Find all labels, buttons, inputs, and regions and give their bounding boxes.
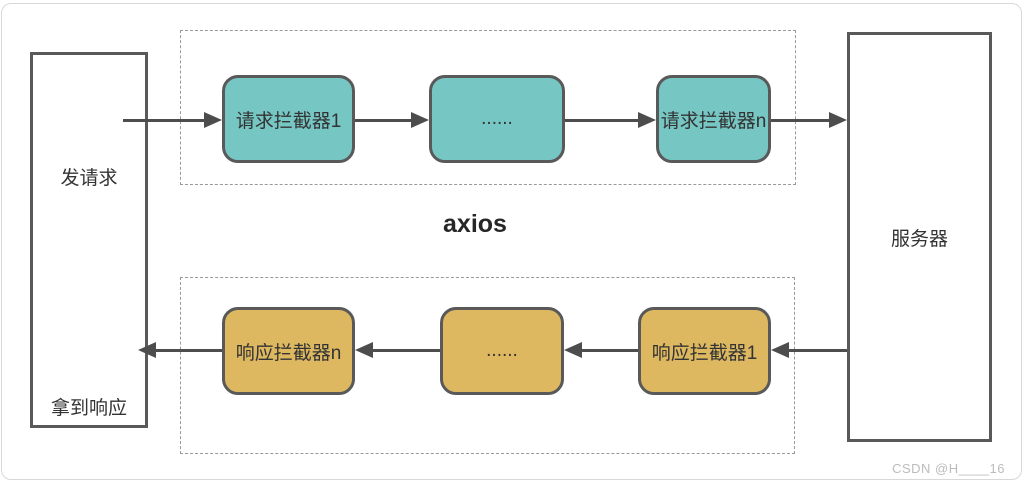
arrow-ellipsis-to-reqn-line (565, 119, 639, 122)
client-box: 发请求 拿到响应 (30, 52, 148, 428)
axios-label: axios (443, 210, 507, 238)
arrow-req1-to-ellipsis-head-icon (411, 112, 429, 128)
response-interceptor-ellipsis-node: ...... (440, 307, 564, 395)
receive-response-label: 拿到响应 (50, 398, 127, 419)
request-interceptor-n-node: 请求拦截器n (656, 75, 771, 163)
arrow-req1-to-ellipsis-line (355, 119, 412, 122)
response-interceptors-container (180, 277, 795, 454)
arrow-ellipsis-to-respn-line (372, 349, 440, 352)
arrow-respn-to-receive-head-icon (138, 342, 156, 358)
request-interceptor-1-node: 请求拦截器1 (222, 75, 355, 163)
arrow-ellipsis-to-reqn-head-icon (638, 112, 656, 128)
arrow-resp1-to-ellipsis-line (581, 349, 638, 352)
arrow-resp1-to-ellipsis-head-icon (564, 342, 582, 358)
response-interceptor-1-node: 响应拦截器1 (638, 307, 771, 395)
request-interceptor-ellipsis-node: ...... (429, 75, 565, 163)
arrow-ellipsis-to-respn-head-icon (355, 342, 373, 358)
server-label: 服务器 (890, 228, 948, 250)
arrow-server-to-resp1-line (788, 349, 847, 352)
watermark: CSDN @H____16 (892, 461, 1005, 476)
arrow-send-to-req1-line (123, 119, 205, 122)
arrow-send-to-req1-head-icon (204, 112, 222, 128)
arrow-server-to-resp1-head-icon (771, 342, 789, 358)
request-interceptors-container (180, 30, 796, 185)
arrow-reqn-to-server-head-icon (829, 112, 847, 128)
arrow-reqn-to-server-line (771, 119, 830, 122)
arrow-respn-to-receive-line (155, 349, 222, 352)
send-request-label: 发请求 (60, 168, 118, 189)
response-interceptor-n-node: 响应拦截器n (222, 307, 355, 395)
server-box: 服务器 (847, 32, 992, 442)
